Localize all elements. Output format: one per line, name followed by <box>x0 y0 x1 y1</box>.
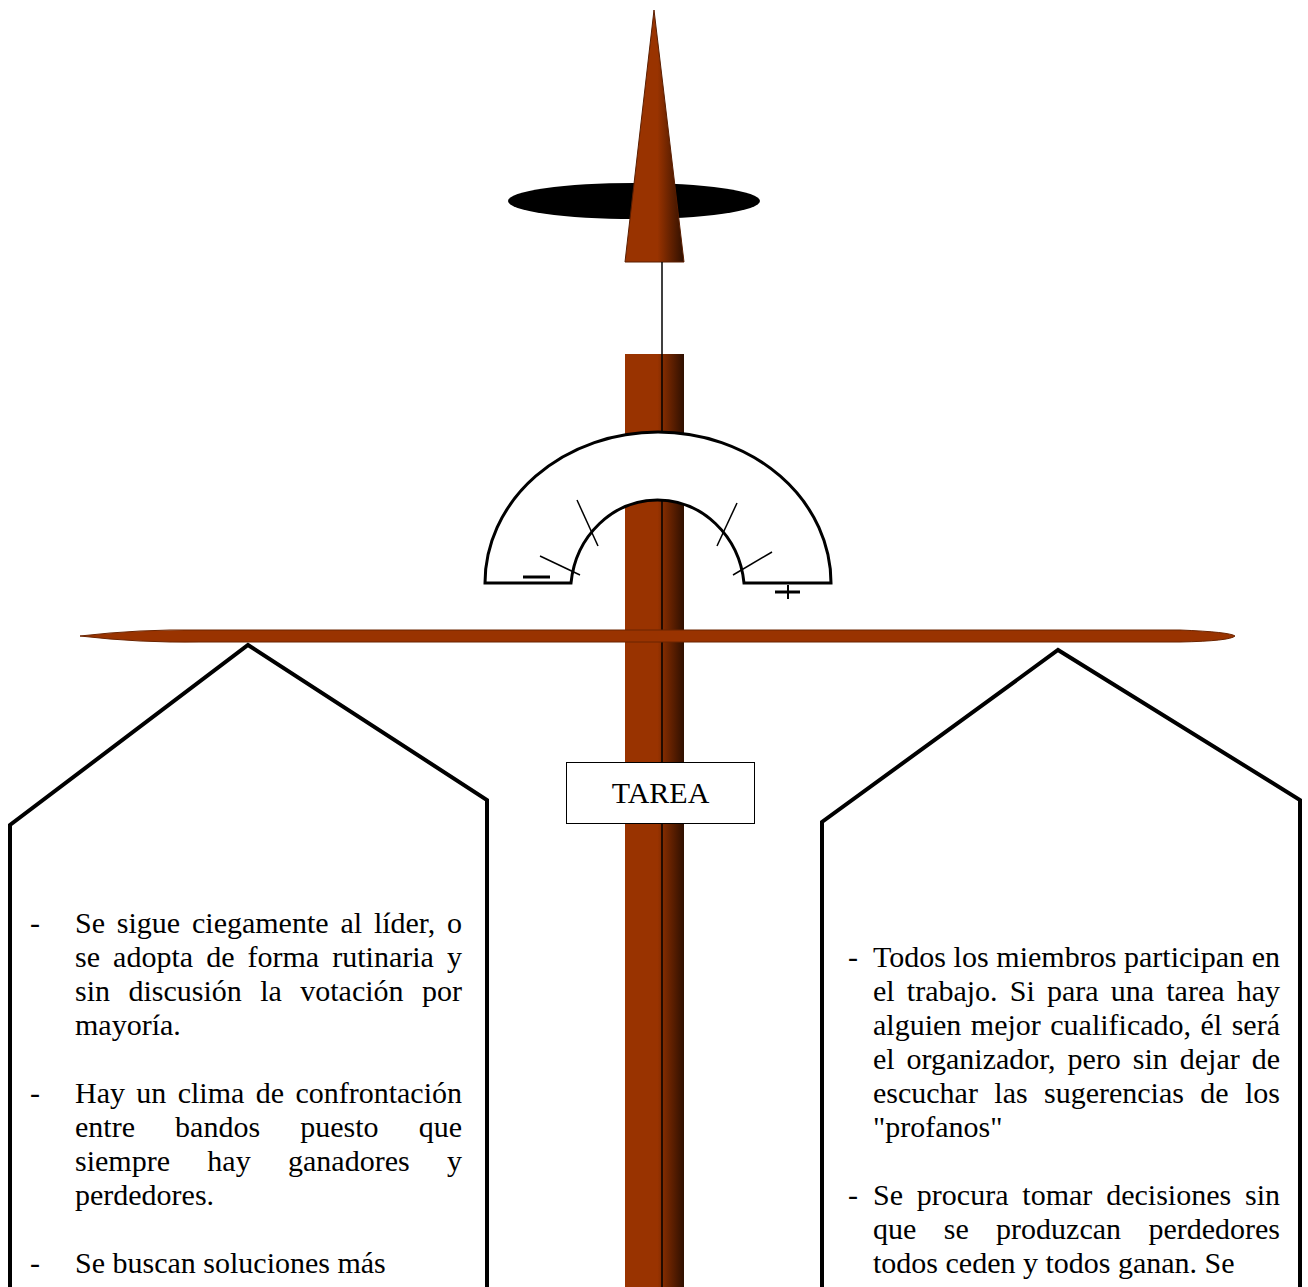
gauge-arch <box>485 432 831 583</box>
bullet-text: Se sigue ciegamente al líder, o se adopt… <box>75 906 462 1042</box>
bullet-text: Se procura tomar decisiones sin que se p… <box>873 1178 1280 1280</box>
bullet-row: - Se sigue ciegamente al líder, o se adop… <box>30 906 462 1042</box>
balance-beam <box>80 630 1235 642</box>
bullet-dash: - <box>30 1246 40 1280</box>
bullet-dash: - <box>848 1178 858 1212</box>
pan-outline-path <box>822 650 1300 1287</box>
bullet-dash: - <box>30 1076 40 1110</box>
bullet-dash: - <box>848 940 858 974</box>
plus-symbol <box>787 585 789 599</box>
pan-box: -Todos los miembros participan en el tra… <box>818 648 1304 1287</box>
bullet-row: -Se procura tomar decisiones sin que se … <box>848 1178 1280 1280</box>
task-label: TAREA <box>612 776 710 810</box>
gauge-tick <box>577 500 598 546</box>
bullet-text: Hay un clima de confrontación entre band… <box>75 1076 462 1212</box>
pan-text-area: - Se sigue ciegamente al líder, o se adop… <box>30 906 462 1280</box>
gauge-tick <box>733 552 772 575</box>
pan-box: - Se sigue ciegamente al líder, o se adop… <box>6 643 492 1287</box>
pan-outline-path <box>10 645 487 1287</box>
pan-text-area: -Todos los miembros participan en el tra… <box>848 940 1280 1280</box>
gauge-tick <box>540 556 580 575</box>
bullet-text: Todos los miembros participan en el trab… <box>873 940 1280 1144</box>
bullet-row: - Se buscan soluciones más <box>30 1246 462 1280</box>
gauge-tick <box>717 503 737 546</box>
minus-symbol <box>523 576 550 579</box>
bullet-row: -Todos los miembros participan en el tra… <box>848 940 1280 1144</box>
bullet-text: Se buscan soluciones más <box>75 1246 462 1280</box>
task-box: TAREA <box>566 762 755 824</box>
pointer-spike <box>625 10 684 262</box>
bullet-row: - Hay un clima de confrontación entre ban… <box>30 1076 462 1212</box>
bullet-dash: - <box>30 906 40 940</box>
